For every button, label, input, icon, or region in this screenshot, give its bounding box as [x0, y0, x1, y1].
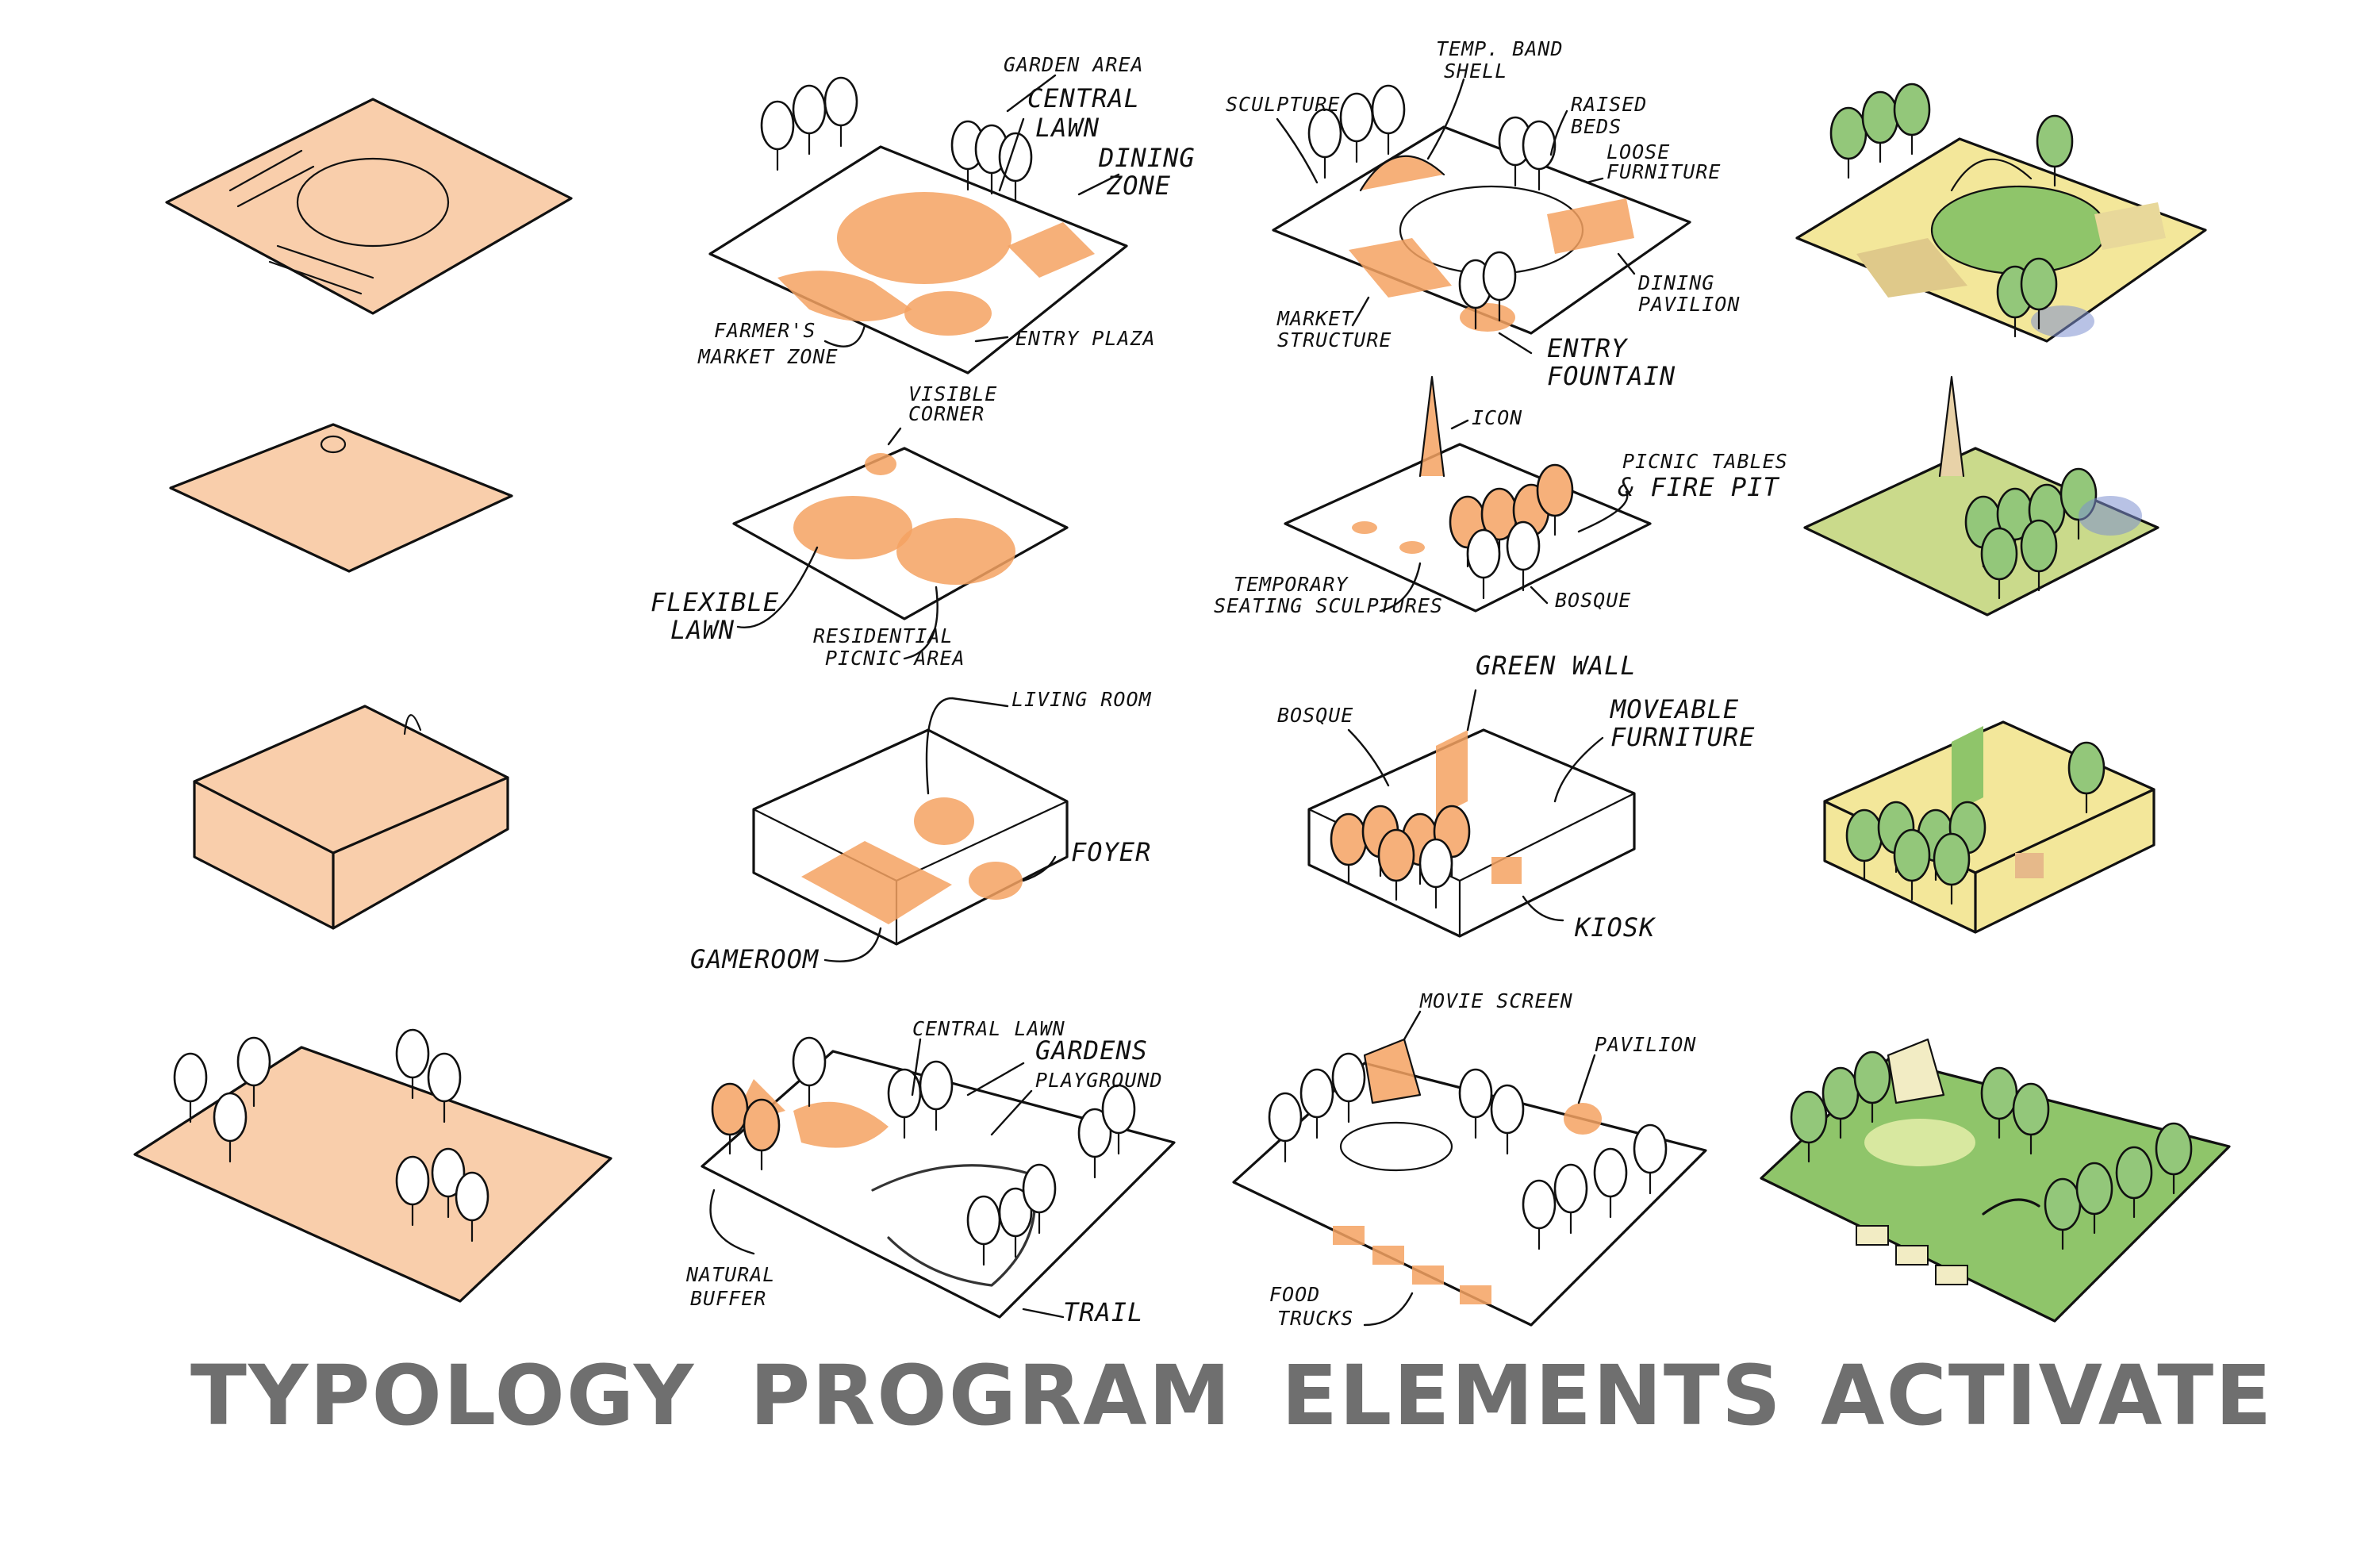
label-raised: RAISED	[1571, 93, 1647, 116]
label-flexible: FLEXIBLE	[651, 587, 779, 617]
label-green-wall: GREEN WALL	[1476, 651, 1637, 681]
label-gameroom: GAMEROOM	[690, 944, 820, 974]
program-column: GARDEN AREA CENTRAL LAWN DINING ZONE FAR…	[651, 53, 1232, 1444]
program-corner-lot-sketch	[732, 427, 1069, 660]
label-dining: DINING	[1098, 143, 1196, 173]
label-picnic-area: PICNIC AREA	[825, 647, 965, 670]
label-shell: SHELL	[1444, 60, 1507, 83]
program-enclosed-room-sketch	[752, 697, 1069, 962]
label-sculpture: SCULPTURE	[1226, 93, 1340, 116]
elements-wooded-lot-sketch	[1232, 1010, 1707, 1327]
activate-enclosed-room-sketch	[1823, 720, 2155, 934]
activate-plaza-sketch	[1795, 83, 2207, 343]
label-bosque-3: BOSQUE	[1277, 704, 1353, 727]
program-wooded-lot-sketch	[701, 1036, 1176, 1319]
typology-corner-lot-sketch	[169, 423, 513, 573]
elements-column: SCULPTURE TEMP. BAND SHELL RAISED BEDS L…	[1214, 37, 1788, 1444]
label-beds: BEDS	[1571, 115, 1622, 138]
label-food: FOOD	[1269, 1283, 1320, 1306]
typology-column: TYPOLOGY	[133, 98, 695, 1444]
label-moveable: MOVEABLE	[1610, 694, 1739, 724]
label-loose: LOOSE	[1606, 140, 1670, 163]
label-movie-screen: MOVIE SCREEN	[1419, 989, 1573, 1012]
label-pavilion: PAVILION	[1595, 1033, 1696, 1056]
label-loose-furniture: FURNITURE	[1606, 160, 1721, 183]
column-title-elements: ELEMENTS	[1281, 1347, 1783, 1444]
label-temporary: TEMPORARY	[1234, 573, 1349, 596]
label-dining-pavilion-1: DINING	[1637, 271, 1714, 294]
label-market-structure: STRUCTURE	[1277, 328, 1392, 351]
elements-corner-lot-sketch	[1284, 375, 1652, 613]
label-lawn: LAWN	[1035, 113, 1100, 143]
label-market: MARKET	[1276, 307, 1354, 330]
label-picnic-tables: PICNIC TABLES	[1622, 450, 1788, 473]
label-kiosk: KIOSK	[1574, 912, 1656, 943]
label-fire-pit: & FIRE PIT	[1618, 472, 1779, 502]
column-title-activate: ACTIVATE	[1821, 1347, 2273, 1444]
label-zone: ZONE	[1106, 171, 1171, 201]
label-residential: RESIDENTIAL	[813, 624, 954, 647]
elements-enclosed-room-sketch	[1307, 689, 1636, 938]
label-entry: ENTRY	[1547, 333, 1629, 363]
typology-plaza-sketch	[165, 98, 573, 315]
label-icon: ICON	[1472, 406, 1522, 429]
label-moveable-furniture: FURNITURE	[1610, 722, 1755, 752]
activate-column: ACTIVATE	[1760, 83, 2273, 1444]
label-bosque-2: BOSQUE	[1555, 589, 1631, 612]
program-plaza-sketch	[708, 74, 1128, 374]
label-trucks: TRUCKS	[1277, 1307, 1353, 1330]
typology-enclosed-room-sketch	[193, 705, 509, 930]
label-garden-area: GARDEN AREA	[1004, 53, 1144, 76]
label-temp-band: TEMP. BAND	[1436, 37, 1564, 60]
label-entry-plaza: ENTRY PLAZA	[1015, 327, 1156, 350]
label-natural: NATURAL	[685, 1263, 775, 1286]
label-living-room: LIVING ROOM	[1012, 688, 1152, 711]
label-corner: CORNER	[908, 402, 985, 425]
label-seating-sculptures: SEATING SCULPTURES	[1214, 594, 1443, 617]
label-central-lawn: CENTRAL LAWN	[912, 1017, 1065, 1040]
column-title-program: PROGRAM	[750, 1347, 1232, 1444]
typology-wooded-lot-sketch	[133, 1028, 612, 1303]
label-entry-fountain: FOUNTAIN	[1547, 361, 1676, 391]
label-trail: TRAIL	[1063, 1297, 1143, 1327]
column-title-typology: TYPOLOGY	[190, 1347, 695, 1444]
label-foyer: FOYER	[1071, 837, 1151, 867]
activate-wooded-lot-sketch	[1760, 1038, 2231, 1323]
label-central: CENTRAL	[1027, 83, 1140, 113]
label-farmers: FARMER'S	[714, 319, 816, 342]
label-market-zone: MARKET ZONE	[697, 345, 839, 368]
label-flexible-lawn: LAWN	[670, 615, 735, 645]
label-gardens: GARDENS	[1035, 1035, 1148, 1066]
activate-corner-lot-sketch	[1803, 375, 2159, 616]
elements-plaza-sketch	[1272, 78, 1691, 355]
label-dining-pavilion-2: PAVILION	[1638, 293, 1740, 316]
label-buffer: BUFFER	[690, 1287, 766, 1310]
label-playground: PLAYGROUND	[1035, 1069, 1163, 1092]
label-visible: VISIBLE	[908, 382, 997, 405]
